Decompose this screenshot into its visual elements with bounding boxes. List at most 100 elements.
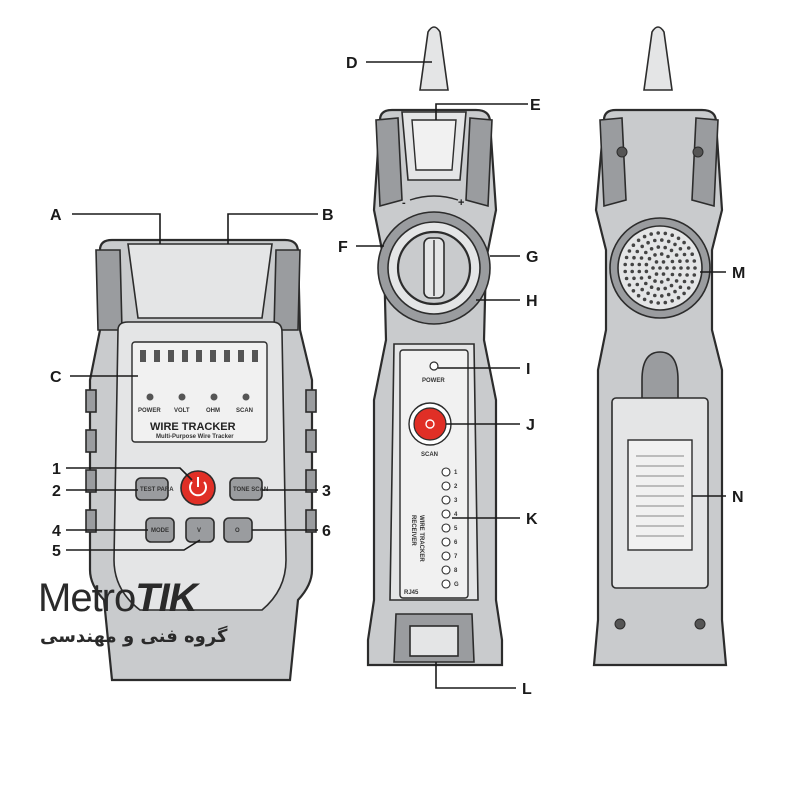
port-number-3: 3 bbox=[454, 498, 458, 504]
probe-tip bbox=[419, 26, 449, 91]
callout-e: E bbox=[530, 97, 541, 114]
speaker-hole bbox=[692, 259, 697, 263]
speaker-hole bbox=[663, 300, 668, 305]
callout-g: G bbox=[526, 249, 538, 266]
speaker-hole bbox=[673, 289, 677, 294]
speaker-hole bbox=[636, 238, 641, 243]
speaker-hole bbox=[630, 269, 634, 274]
led-label-volt: VOLT bbox=[174, 408, 190, 414]
speaker-hole bbox=[656, 287, 661, 291]
receiver-power-label: POWER bbox=[422, 378, 445, 384]
speaker-hole bbox=[666, 254, 670, 259]
speaker-hole bbox=[685, 273, 689, 277]
speaker-hole bbox=[665, 266, 669, 270]
receiver-vertical-label-2: RECEIVER bbox=[410, 515, 416, 546]
callout-labels: A B C D E F G H I J K L M N 1 2 3 4 5 6 bbox=[50, 55, 745, 698]
speaker-hole bbox=[649, 232, 653, 236]
speaker-hole bbox=[642, 234, 647, 239]
receiver-front-device: - + POWER SCAN 1 2 3 4 bbox=[366, 26, 504, 667]
speaker-hole bbox=[649, 247, 654, 251]
speaker-hole bbox=[690, 280, 694, 284]
metrotik-logo: MetroTIK گروه فنی و مهندسی bbox=[38, 576, 278, 656]
mode-label: MODE bbox=[151, 528, 169, 534]
callout-f: F bbox=[338, 239, 348, 256]
speaker-hole bbox=[636, 293, 641, 298]
speaker-hole bbox=[678, 273, 682, 277]
speaker-hole bbox=[686, 246, 691, 250]
speaker-hole bbox=[647, 256, 652, 261]
transmitter-device: POWER VOLT OHM SCAN WIRE TRACKER Multi-P… bbox=[85, 238, 317, 682]
device-subtitle: Multi-Purpose Wire Tracker bbox=[156, 434, 234, 440]
speaker-hole bbox=[653, 253, 657, 257]
speaker-hole bbox=[656, 301, 660, 305]
port-number-7: 7 bbox=[454, 554, 458, 560]
led-label-power: POWER bbox=[138, 408, 161, 414]
screw-icon bbox=[692, 146, 704, 158]
speaker-hole bbox=[670, 233, 674, 237]
callout-h: H bbox=[526, 293, 538, 310]
speaker-hole bbox=[669, 248, 674, 253]
callout-n: N bbox=[732, 489, 744, 506]
screw-icon bbox=[694, 618, 706, 630]
speaker-hole bbox=[670, 299, 674, 303]
callout-k: K bbox=[526, 511, 538, 528]
leader-lines bbox=[66, 61, 726, 689]
led-bar-row bbox=[140, 350, 258, 362]
minus-sign: - bbox=[402, 197, 406, 209]
speaker-hole bbox=[639, 276, 644, 280]
speaker-hole bbox=[682, 291, 686, 296]
speaker-hole bbox=[644, 281, 648, 286]
speaker-hole bbox=[649, 300, 653, 304]
speaker-hole bbox=[632, 255, 636, 260]
speaker-hole bbox=[623, 269, 627, 274]
speaker-hole bbox=[627, 249, 632, 253]
speaker-hole bbox=[635, 282, 640, 287]
speaker-hole bbox=[693, 266, 697, 270]
voltage-button[interactable] bbox=[185, 517, 215, 543]
battery-latch[interactable] bbox=[641, 351, 679, 401]
speaker-hole bbox=[685, 259, 689, 263]
speaker-hole bbox=[663, 231, 668, 236]
speaker-hole bbox=[637, 269, 642, 274]
speaker-hole bbox=[676, 295, 681, 300]
speaker-hole bbox=[644, 262, 649, 267]
volt-led bbox=[178, 393, 186, 401]
speaker-hole bbox=[678, 247, 683, 251]
scan-button[interactable] bbox=[413, 407, 447, 441]
speaker-hole bbox=[690, 252, 694, 256]
callout-1: 1 bbox=[52, 461, 61, 478]
speaker-hole bbox=[656, 245, 661, 249]
speaker-hole bbox=[644, 269, 649, 274]
speaker-hole bbox=[627, 283, 632, 287]
speaker-hole bbox=[674, 253, 679, 257]
test-para-button[interactable] bbox=[135, 477, 169, 501]
power-icon bbox=[189, 481, 207, 497]
rj45-label: RJ45 bbox=[404, 590, 419, 596]
speaker-hole bbox=[632, 276, 636, 281]
speaker-hole bbox=[679, 266, 683, 270]
speaker-hole bbox=[661, 260, 666, 264]
speaker-hole bbox=[624, 255, 629, 260]
speaker-hole bbox=[692, 273, 697, 277]
speaker-hole bbox=[639, 256, 644, 260]
speaker-holes bbox=[623, 231, 697, 305]
speaker-hole bbox=[674, 279, 679, 283]
speaker-hole bbox=[654, 260, 659, 264]
receiver-power-led bbox=[429, 361, 439, 371]
screw-icon bbox=[614, 618, 626, 630]
speaker-hole bbox=[646, 240, 650, 245]
led-label-scan: SCAN bbox=[236, 408, 253, 414]
speaker-hole bbox=[653, 238, 657, 243]
speaker-hole bbox=[673, 242, 677, 247]
callout-2: 2 bbox=[52, 483, 61, 500]
logo-word-bold: TIK bbox=[135, 576, 197, 620]
speaker-hole bbox=[653, 279, 657, 283]
speaker-hole bbox=[631, 243, 636, 247]
callout-l: L bbox=[522, 681, 532, 698]
speaker-hole bbox=[656, 231, 660, 235]
power-button[interactable] bbox=[180, 470, 216, 506]
tone-scan-button[interactable] bbox=[229, 477, 263, 501]
tone-scan-label: TONE SCAN bbox=[233, 487, 268, 493]
speaker-hole bbox=[647, 275, 652, 280]
